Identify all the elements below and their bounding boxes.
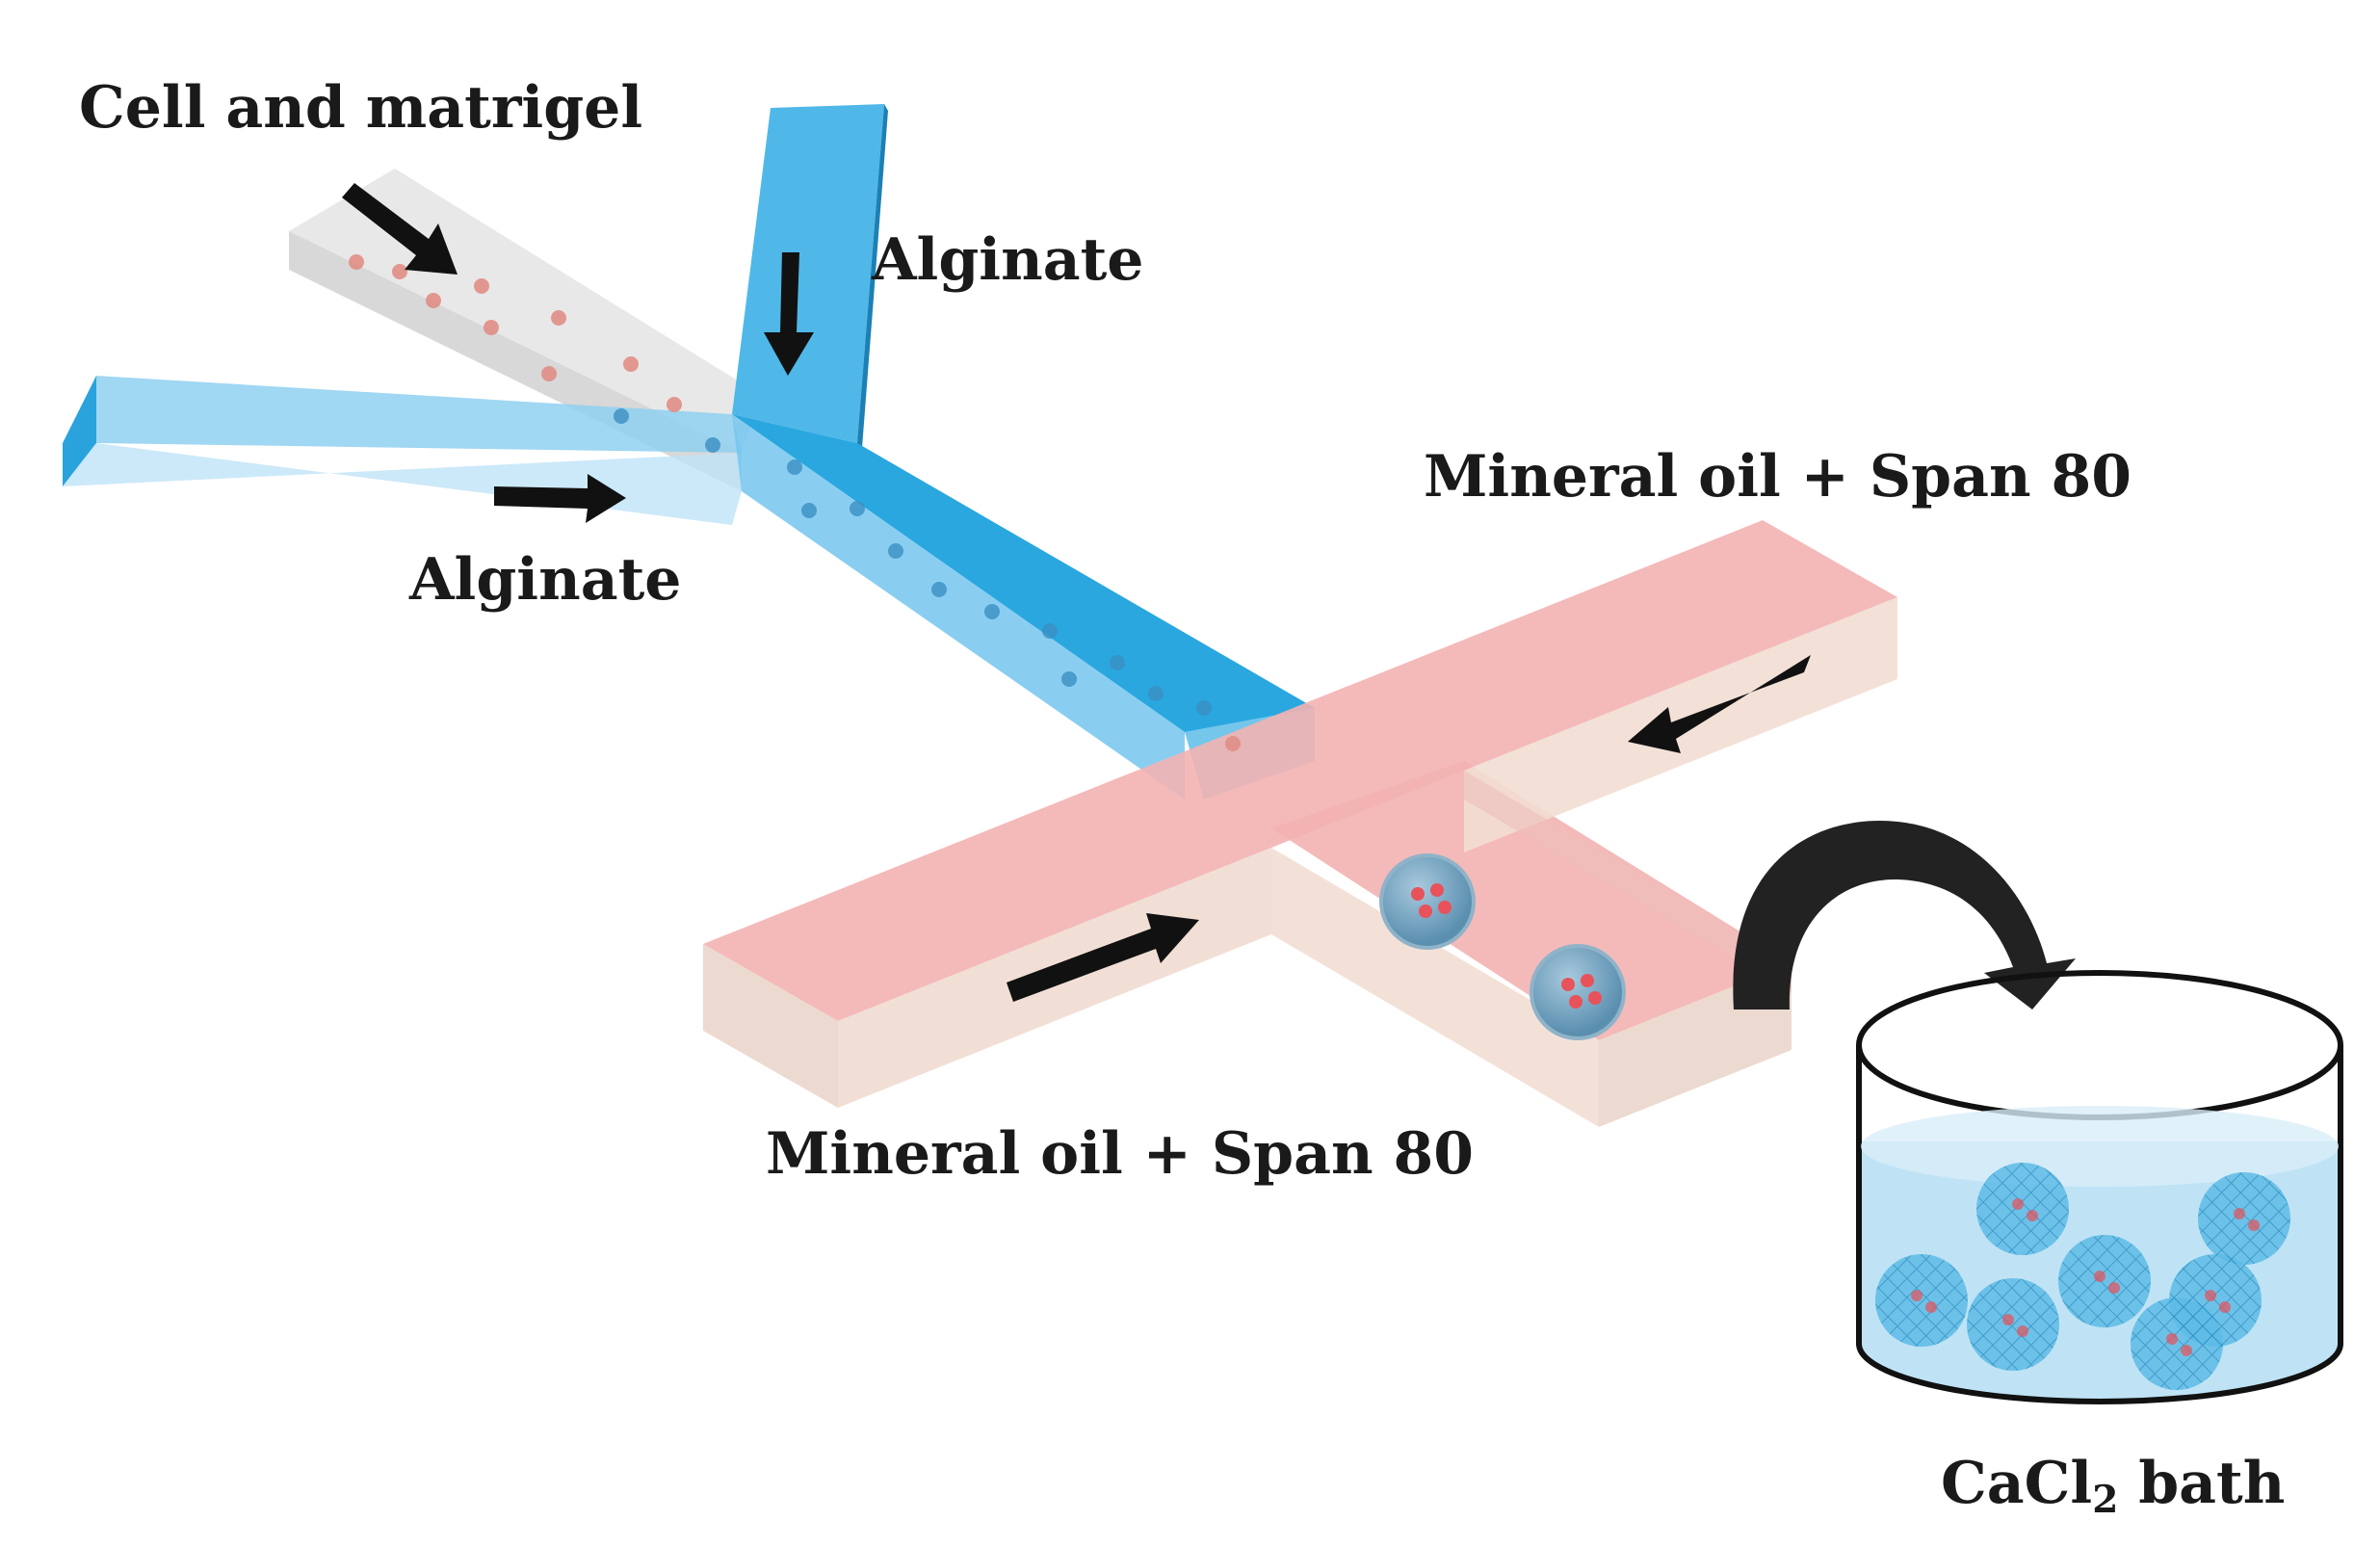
cell-dots [349,254,682,412]
arrow-alginate-top [764,252,814,376]
cell-dots-in-alginate [614,408,1241,751]
arrow-oil-bottom [1007,913,1199,1002]
label-cacl2-bath: CaCl2 bath [1941,1455,2285,1519]
flow-arrows [342,183,1811,1002]
alginate-left-channel [63,376,742,525]
label-oil-top: Mineral oil + Span 80 [1424,443,2132,511]
transfer-arrow [1733,820,2076,1009]
label-cell-matrigel: Cell and matrigel [79,74,643,142]
bath-label-suffix: bath [2118,1450,2286,1517]
label-oil-bottom: Mineral oil + Span 80 [766,1120,1474,1188]
arrow-cell-matrigel [342,183,458,275]
droplet-2 [1530,944,1626,1040]
label-alginate-top: Alginate [872,226,1144,294]
alginate-top-channel [732,104,888,448]
bath-label-prefix: CaCl [1941,1450,2093,1517]
bath-label-subscript: 2 [2092,1477,2119,1522]
arrow-alginate-left [494,474,626,523]
oil-cross-channel [703,520,1897,1127]
droplet-1 [1379,853,1476,950]
arrow-oil-top [1628,655,1811,753]
label-alginate-left: Alginate [409,546,682,614]
bath-beads [1875,1163,2290,1390]
